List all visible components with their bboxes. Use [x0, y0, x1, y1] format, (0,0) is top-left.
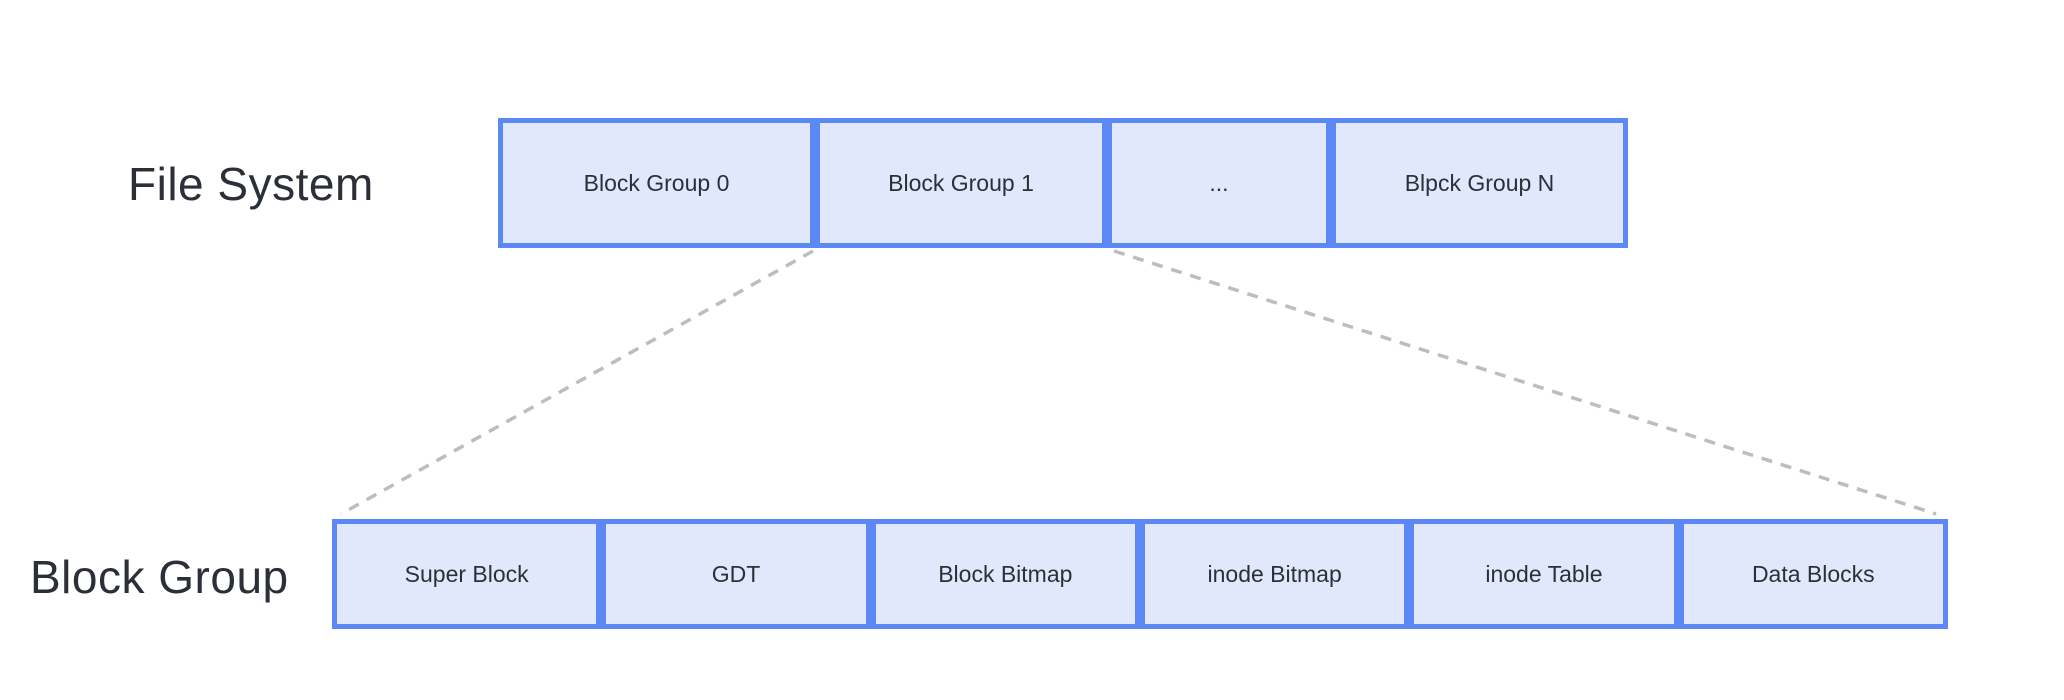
cell-block-bitmap: Block Bitmap: [870, 519, 1140, 629]
cell-block-bitmap-label: Block Bitmap: [938, 560, 1073, 587]
cell-block-group-n-label: Blpck Group N: [1404, 169, 1555, 196]
dashed-connector-left: [340, 249, 814, 516]
block-group-row: Super Block GDT Block Bitmap inode Bitma…: [332, 519, 1948, 629]
cell-inode-table-label: inode Table: [1485, 560, 1603, 587]
block-group-label: Block Group: [30, 551, 289, 603]
cell-inode-bitmap: inode Bitmap: [1139, 519, 1410, 629]
cell-block-group-1-label: Block Group 1: [888, 169, 1034, 196]
cell-block-group-0-label: Block Group 0: [583, 169, 730, 196]
cell-block-group-n: Blpck Group N: [1331, 118, 1628, 248]
cell-inode-bitmap-label: inode Bitmap: [1207, 560, 1342, 587]
cell-super-block-label: Super Block: [404, 560, 529, 587]
cell-inode-table: inode Table: [1409, 519, 1679, 629]
cell-data-blocks: Data Blocks: [1678, 519, 1948, 629]
cell-gdt-label: GDT: [711, 560, 761, 587]
dashed-connector-right: [1113, 249, 1937, 516]
cell-ellipsis-label: ...: [1209, 169, 1229, 196]
cell-gdt: GDT: [601, 519, 871, 629]
cell-block-group-0: Block Group 0: [498, 118, 815, 248]
file-system-row: Block Group 0 Block Group 1 ... Blpck Gr…: [498, 118, 1628, 248]
file-system-label: File System: [128, 158, 374, 210]
cell-block-group-1: Block Group 1: [815, 118, 1107, 248]
cell-data-blocks-label: Data Blocks: [1751, 560, 1875, 587]
cell-ellipsis: ...: [1107, 118, 1331, 248]
cell-super-block: Super Block: [332, 519, 602, 629]
